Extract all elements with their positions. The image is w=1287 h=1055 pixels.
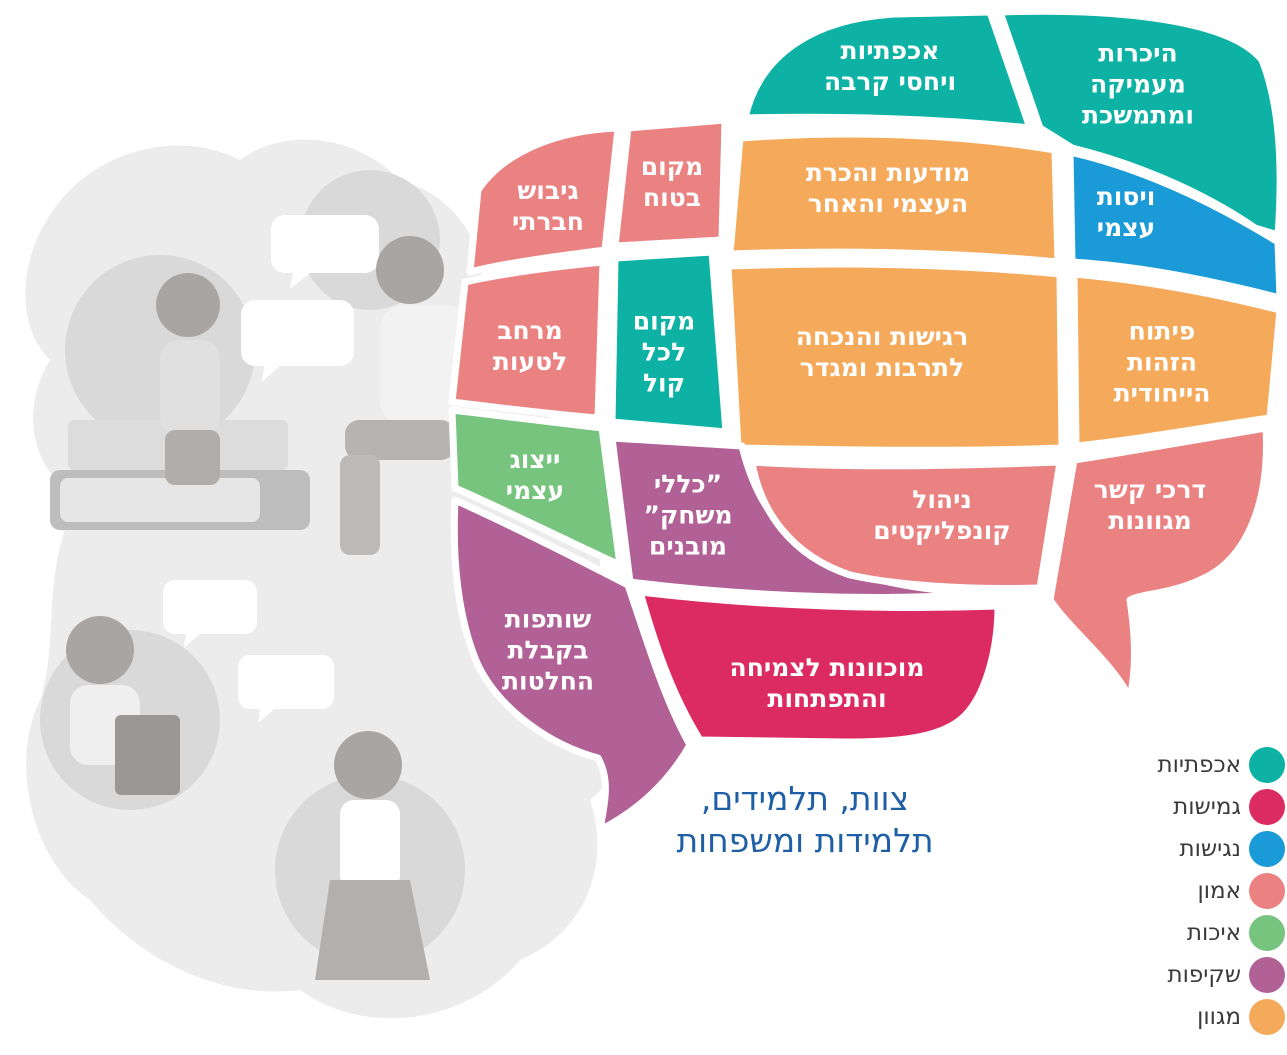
- person-figure-icon: [66, 236, 470, 980]
- tile-label-klalei: ”כללי משחק” מובנים: [643, 469, 733, 561]
- speech-bubble-icon: [163, 215, 379, 723]
- legend-swatch: [1249, 873, 1285, 909]
- tile-makom-lekol-kol: [608, 248, 730, 436]
- legend-label: מגוון: [1197, 1004, 1241, 1030]
- legend-swatch: [1249, 831, 1285, 867]
- tile-nihul: [748, 458, 1064, 592]
- legend-swatch: [1249, 999, 1285, 1035]
- tile-label-makom-batuah: מקום בטוח: [640, 152, 704, 212]
- tile-label-muda-ut: מודעות והכרת העצמי והאחר: [805, 158, 971, 218]
- tile-shutafut: [450, 496, 694, 834]
- tile-label-darkei-kesher: דרכי קשר מגוונות: [1093, 475, 1207, 535]
- legend-item-akhpatiyut: אכפתיות: [1157, 745, 1285, 785]
- tile-label-regishut: רגישות והנכחה לתרבות ומגדר: [795, 322, 969, 382]
- tile-makom-batuah: [611, 116, 729, 250]
- tile-gibush: [466, 124, 622, 276]
- legend-label: אכפתיות: [1157, 752, 1241, 778]
- legend-label: איכות: [1186, 920, 1241, 946]
- tile-hikarut: [996, 7, 1284, 239]
- legend-label: אמון: [1197, 878, 1241, 904]
- legend-item-gmishut: גמישות: [1173, 787, 1285, 827]
- legend-swatch: [1249, 747, 1285, 783]
- tile-label-hikarut: היכרות מעמיקה ומתמשכת: [1081, 38, 1195, 130]
- tile-label-shutafut: שותפות בקבלת החלטות: [501, 604, 595, 696]
- tile-yitzug: [448, 406, 624, 569]
- tile-label-visut: ויסות עצמי: [1096, 182, 1156, 242]
- tile-darkei-kesher: [1046, 424, 1270, 702]
- tile-label-gibush: גיבוש חברתי: [512, 176, 584, 236]
- audience-caption: צוות, תלמידים, תלמידות ומשפחות: [676, 779, 934, 860]
- tile-akhpatiyut: [741, 8, 1034, 132]
- legend-item-shkifut: שקיפות: [1167, 955, 1285, 995]
- legend-item-negishut: נגישות: [1179, 829, 1285, 869]
- tile-merhav: [448, 258, 607, 422]
- tile-mekhuvanut: [636, 588, 1002, 746]
- legend-label: נגישות: [1179, 836, 1241, 862]
- tile-label-mekhuvanut: מוכוונות לצמיחה והתפתחות: [729, 653, 925, 713]
- book-stack-icon: [50, 420, 310, 530]
- tile-muda-ut: [726, 130, 1062, 266]
- legend-item-eikhut: איכות: [1187, 913, 1285, 953]
- legend-item-migvan: מגוון: [1197, 997, 1285, 1037]
- legend-swatch: [1249, 789, 1285, 825]
- legend-label: שקיפות: [1167, 962, 1241, 988]
- tile-visut: [1066, 148, 1284, 302]
- tile-regishut: [724, 260, 1066, 454]
- tile-label-nihul: ניהול קונפליקטים: [873, 485, 1011, 545]
- legend-item-emun: אמון: [1197, 871, 1285, 911]
- tile-label-akhpatiyut: אכפתיות ויחסי קרבה: [823, 36, 957, 96]
- legend-label: גמישות: [1173, 794, 1241, 820]
- tile-label-pituah: פיתוח הזהות הייחודית: [1113, 316, 1211, 408]
- tile-label-merhav: מרחב לטעות: [492, 316, 568, 376]
- legend-swatch: [1249, 957, 1285, 993]
- legend-swatch: [1249, 915, 1285, 951]
- tile-label-makom-lekol-kol: מקום לכל קול: [632, 306, 696, 398]
- tile-label-yitzug: ייצוג עצמי: [505, 445, 565, 505]
- tile-pituah: [1070, 270, 1284, 450]
